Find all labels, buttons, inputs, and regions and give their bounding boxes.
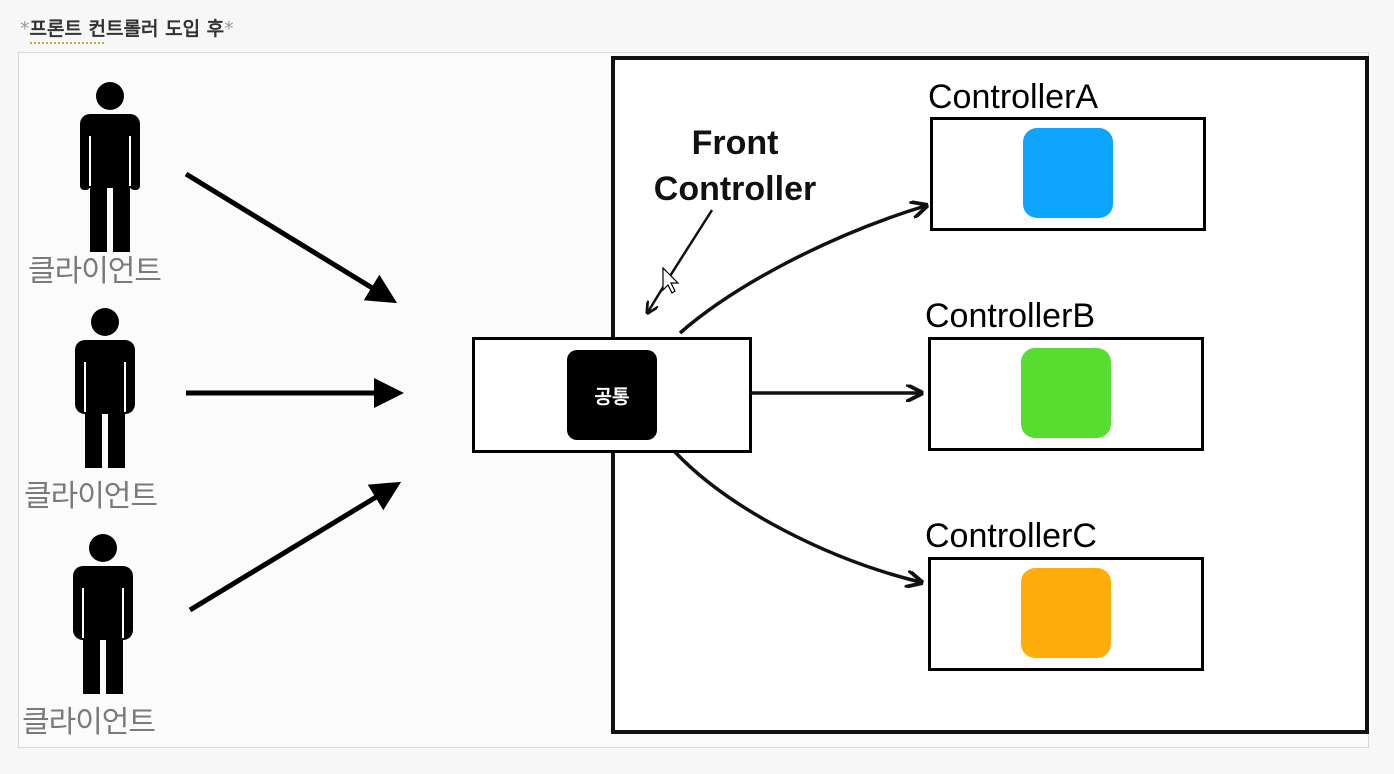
page-caption: *프론트 컨트롤러 도입 후* bbox=[20, 14, 234, 44]
person-icon bbox=[73, 534, 133, 694]
controller-a-title: ControllerA bbox=[928, 78, 1099, 116]
client-label-2: 클라이언트 bbox=[24, 479, 158, 514]
client-label-1: 클라이언트 bbox=[28, 254, 162, 289]
common-box: 공통 bbox=[472, 337, 752, 453]
front-controller-label: Front Controller bbox=[620, 120, 850, 212]
to-controller-c-arrow bbox=[673, 450, 920, 582]
common-label: 공통 bbox=[594, 385, 630, 408]
front-controller-pointer-arrow bbox=[648, 209, 714, 312]
person-icon bbox=[80, 82, 140, 252]
controller-b-title: ControllerB bbox=[925, 297, 1096, 335]
caption-text: 프론트 컨트롤러 도입 후 bbox=[29, 18, 225, 40]
caption-suffix: * bbox=[224, 18, 234, 40]
caption-underline bbox=[30, 42, 104, 48]
client-3-arrow bbox=[188, 481, 402, 613]
controller-b-chip bbox=[1021, 348, 1111, 438]
controller-c-chip bbox=[1021, 568, 1111, 658]
client-label-3: 클라이언트 bbox=[22, 705, 156, 740]
person-icon bbox=[75, 308, 135, 468]
controller-a-chip bbox=[1023, 128, 1113, 218]
controller-a-box bbox=[930, 117, 1206, 231]
controller-c-box bbox=[928, 557, 1204, 671]
front-controller-label-line1: Front bbox=[691, 124, 779, 162]
to-controller-a-arrow bbox=[678, 206, 925, 335]
common-chip: 공통 bbox=[567, 350, 657, 440]
controller-b-box bbox=[928, 337, 1204, 451]
controller-c-title: ControllerC bbox=[925, 517, 1097, 555]
caption-prefix: * bbox=[20, 18, 30, 40]
client-1-arrow bbox=[184, 171, 398, 304]
mouse-cursor-icon bbox=[662, 266, 680, 294]
front-controller-label-line2: Controller bbox=[653, 170, 817, 208]
